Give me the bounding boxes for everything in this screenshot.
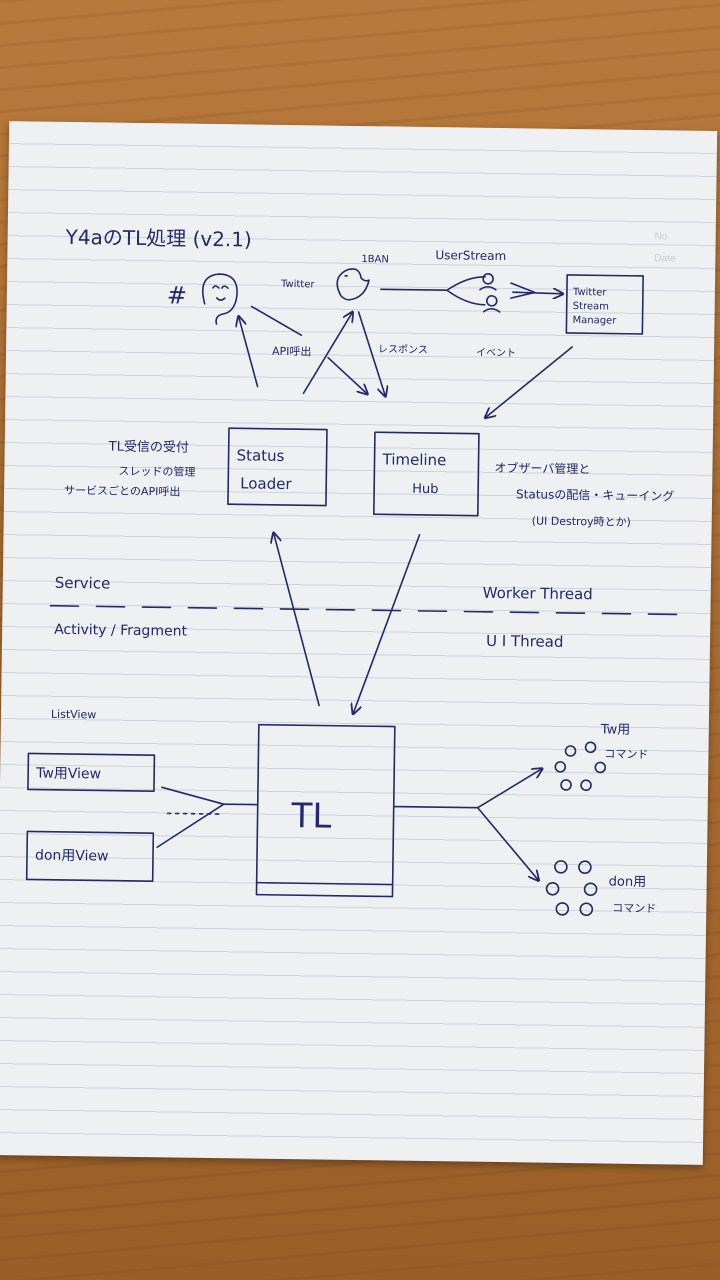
timeline-hub-line-2: Hub	[412, 482, 438, 497]
event-label: イベント	[476, 347, 516, 360]
listview-label: ListView	[51, 708, 97, 722]
don-commands-label-2: コマンド	[612, 902, 656, 916]
don-command-circles	[545, 860, 598, 917]
don-commands-label-1: don用	[609, 875, 647, 891]
status-loader-line-2: Loader	[240, 474, 292, 493]
status-loader-box	[227, 427, 328, 507]
tl-box-underline	[255, 881, 394, 886]
event-arrows	[510, 282, 536, 299]
tsm-line-3: Manager	[572, 315, 617, 327]
tl-label: TL	[290, 796, 331, 837]
tw-command-circles	[554, 741, 607, 792]
mastodon-icon	[201, 273, 238, 325]
api-call-to-mastodon-arrow	[238, 316, 259, 388]
manager-to-hub-arrow	[485, 346, 573, 419]
timeline-hub-note-1: オブザーバ管理と	[494, 460, 590, 476]
timeline-hub-line-1: Timeline	[381, 450, 446, 469]
twitter-stream-manager-box	[565, 274, 644, 335]
more-views-dots	[166, 812, 225, 815]
userstream-link	[380, 275, 486, 306]
don-commands-arrow	[476, 806, 540, 881]
userstream-label: UserStream	[435, 248, 506, 263]
mastodon-response-arrow	[327, 356, 367, 395]
tw-commands-label-1: Tw用	[600, 722, 631, 737]
tsm-line-2: Stream	[573, 301, 609, 313]
timeline-hub-note-2: Statusの配信・キューイング	[516, 487, 674, 503]
timeline-hub-note-3: (UI Destroy時とか)	[532, 514, 631, 528]
users-icon	[479, 273, 501, 313]
tl-to-loader-arrow	[271, 533, 320, 707]
one-ban-label: 1BAN	[361, 254, 389, 265]
don-view-box	[25, 830, 155, 882]
api-call-to-twitter-arrow	[302, 311, 352, 395]
tl-to-commands-line	[392, 805, 479, 809]
tl-box	[255, 723, 396, 898]
tw-commands-arrow	[476, 768, 543, 809]
tsm-line-1: Twitter	[572, 287, 608, 298]
twitter-label: Twitter	[280, 279, 316, 290]
api-call-label: API呼出	[272, 344, 312, 359]
api-cross-line	[250, 305, 303, 337]
page-title: Y4aのTL処理 (v2.1)	[64, 225, 251, 252]
thread-divider-line	[49, 604, 684, 616]
hub-to-tl-arrow	[353, 534, 421, 715]
hash-symbol: #	[167, 281, 187, 309]
status-loader-note-1: TL受信の受付	[108, 440, 189, 456]
view-links	[156, 786, 225, 849]
don-view-label: don用View	[35, 848, 109, 865]
activity-fragment-label: Activity / Fragment	[54, 622, 188, 640]
twitter-response-arrow	[357, 311, 386, 396]
event-to-manager-arrow	[512, 292, 563, 294]
notebook-page: No. Date Y4aのTL処理 (v2.1) # Twitter 1BAN …	[0, 121, 718, 1165]
status-loader-note-2: スレッドの管理	[118, 464, 195, 479]
tw-commands-label-2: コマンド	[604, 747, 648, 761]
status-loader-note-3: サービスごとのAPI呼出	[64, 483, 180, 499]
ui-thread-label: U I Thread	[486, 632, 564, 651]
tw-view-label: Tw用View	[35, 766, 101, 783]
worker-thread-label: Worker Thread	[483, 584, 593, 604]
service-label: Service	[55, 574, 111, 593]
response-label: レスポンス	[378, 343, 428, 356]
status-loader-line-1: Status	[236, 446, 284, 465]
diagram-canvas: Y4aのTL処理 (v2.1) # Twitter 1BAN UserStrea…	[25, 225, 684, 917]
twitter-bird-icon	[336, 268, 370, 301]
timeline-hub-box	[372, 431, 480, 517]
tw-view-box	[27, 752, 156, 792]
